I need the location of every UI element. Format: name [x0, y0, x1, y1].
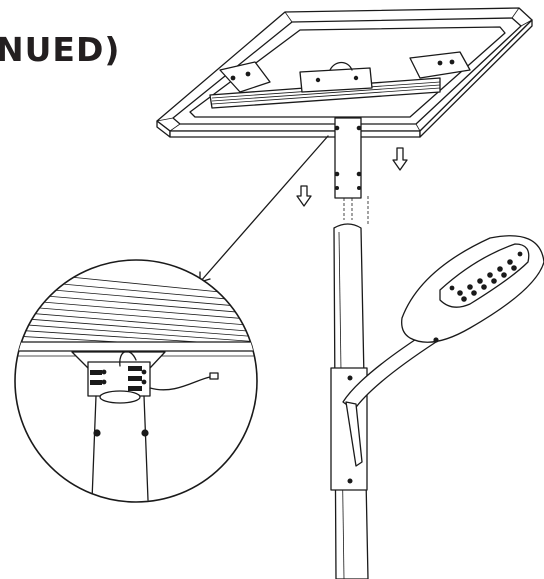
section-heading: NUED): [0, 30, 121, 69]
leader-line: [199, 135, 329, 283]
pole-adapter: [334, 117, 369, 224]
detail-callout: [14, 259, 258, 503]
down-arrow-left: [296, 185, 312, 207]
down-arrow-right: [392, 147, 408, 171]
led-luminaire: [401, 235, 544, 343]
panel-bracket: [209, 51, 471, 109]
lamp-arm: [330, 329, 437, 491]
